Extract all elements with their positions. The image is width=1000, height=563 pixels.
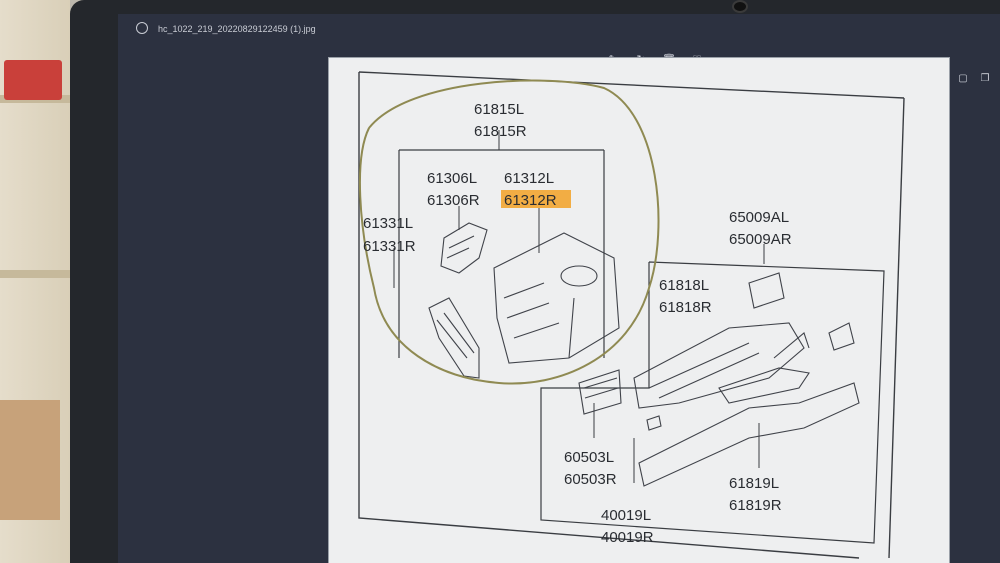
title-bar: hc_1022_219_20220829122459 (1).jpg <box>118 14 1000 42</box>
parts-diagram-image: 61815L 61815R 61306L 61306R 61312L 61312… <box>329 58 949 563</box>
part-61312-drawing <box>493 232 620 364</box>
photo-viewer-window: hc_1022_219_20220829122459 (1).jpg ✎ ↻ 🗑… <box>118 14 1000 563</box>
part-label-61306L: 61306L <box>427 170 477 187</box>
part-label-61331R: 61331R <box>363 238 416 255</box>
part-label-61819R: 61819R <box>729 497 782 514</box>
part-61818-drawing <box>633 272 855 409</box>
part-label-61819L: 61819L <box>729 475 779 492</box>
hand-drawn-circle <box>358 79 660 385</box>
part-label-40019R: 40019R <box>601 529 654 546</box>
part-40019-drawing <box>646 415 662 431</box>
part-label-61331L: 61331L <box>363 215 413 232</box>
part-label-60503L: 60503L <box>564 449 614 466</box>
part-61819-drawing <box>638 367 860 487</box>
window-icon[interactable]: ▢ <box>958 73 968 84</box>
part-label-40019L: 40019L <box>601 507 651 524</box>
part-label-61306R: 61306R <box>427 192 480 209</box>
part-label-60503R: 60503R <box>564 471 617 488</box>
part-61331-drawing <box>428 297 480 379</box>
part-label-65009AR: 65009AR <box>729 231 792 248</box>
shelf <box>0 0 70 563</box>
part-label-61815R: 61815R <box>474 123 527 140</box>
outer-frame-top <box>358 71 905 99</box>
part-label-61818R: 61818R <box>659 299 712 316</box>
part-60503-drawing <box>578 369 622 415</box>
part-label-61312L: 61312L <box>504 170 554 187</box>
shelf-board <box>0 270 70 278</box>
part-label-61818L: 61818L <box>659 277 709 294</box>
photos-app-icon <box>136 22 148 34</box>
restore-icon[interactable]: ❐ <box>980 73 990 84</box>
parts-diagram: 61815L 61815R 61306L 61306R 61312L 61312… <box>358 71 905 559</box>
outer-frame-right <box>888 97 905 559</box>
outer-frame <box>358 72 860 559</box>
group-box-right-assembly <box>540 261 885 544</box>
part-label-65009AL: 65009AL <box>729 209 789 226</box>
part-label-61815L: 61815L <box>474 101 524 118</box>
red-box <box>4 60 62 100</box>
cardboard-box <box>0 400 60 520</box>
webcam <box>732 0 748 13</box>
file-name: hc_1022_219_20220829122459 (1).jpg <box>158 24 316 34</box>
part-61306-drawing <box>440 222 488 274</box>
highlight-marker <box>501 190 571 208</box>
part-label-61312R: 61312R <box>504 192 557 209</box>
